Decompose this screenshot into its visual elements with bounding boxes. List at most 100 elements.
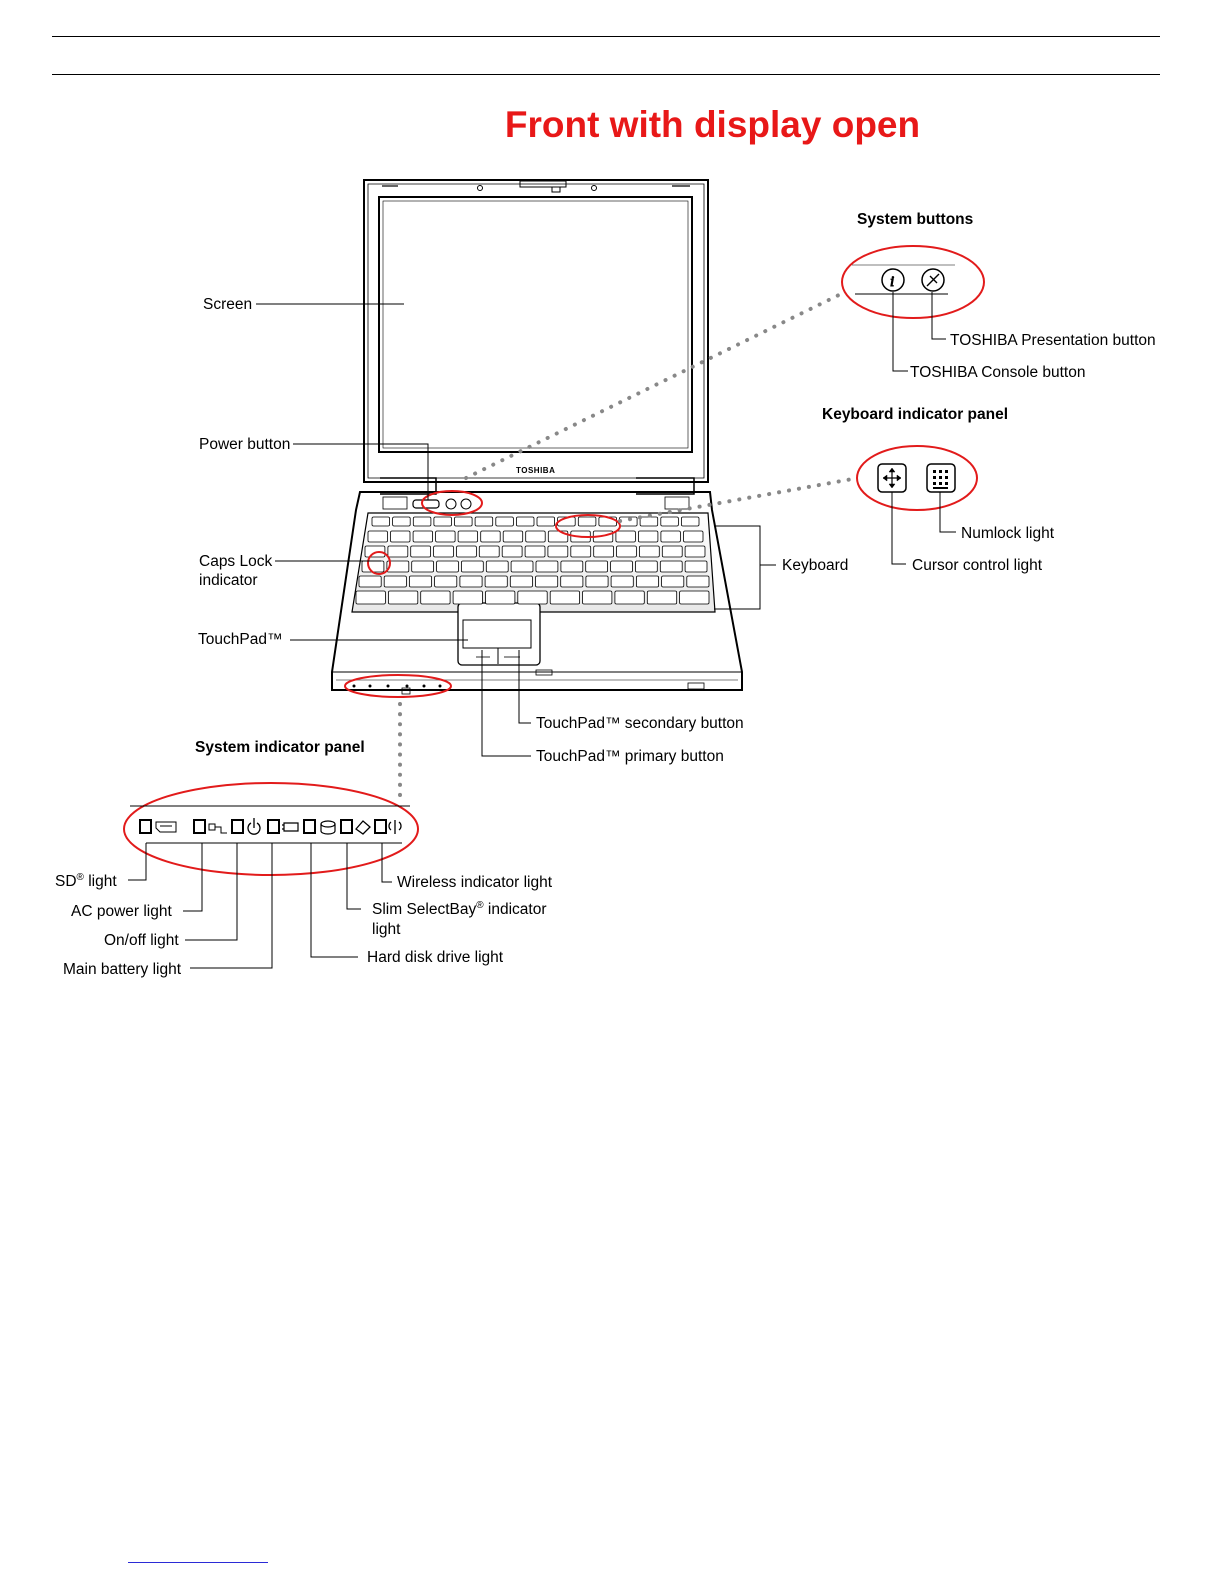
keyboard-key [436, 560, 459, 573]
keyboard-key [536, 516, 556, 527]
keyboard-key [367, 530, 388, 543]
keyboard-panel-zoom-highlight [856, 445, 978, 511]
screen-display [378, 196, 693, 453]
keyboard-key [547, 545, 569, 558]
keyboard-key [474, 516, 494, 527]
keyboard-key [681, 516, 700, 527]
caps-lock-highlight [367, 551, 391, 575]
keyboard-key [435, 530, 456, 543]
keyboard-key [684, 545, 706, 558]
keyboard-key [636, 575, 660, 588]
keyboard-key [412, 530, 434, 543]
keyboard-key [478, 545, 500, 558]
laptop-lid [363, 179, 709, 495]
keyboard-key [585, 560, 609, 573]
keyboard-key [646, 590, 678, 605]
power-icon [247, 818, 261, 835]
system-indicator-zoom-highlight [123, 782, 419, 876]
svg-text:i: i [890, 274, 894, 290]
keyboard-key [661, 545, 683, 558]
keyboard-key [411, 560, 435, 573]
keyboard-key [659, 560, 683, 573]
keyboard-key [433, 516, 452, 527]
keyboard-key [660, 516, 679, 527]
footer-link-underline[interactable] [128, 1562, 268, 1563]
keyboard-key [684, 560, 708, 573]
callout-leaders [256, 303, 776, 757]
keyboard-indicator-highlight [555, 514, 621, 538]
keyboard-key [358, 575, 382, 588]
keyboard-key [610, 575, 634, 588]
label-power-button: Power button [199, 436, 290, 453]
keyboard-key [686, 575, 710, 588]
label-caps-lock: Caps Lock [199, 553, 272, 570]
keyboard-key [480, 530, 501, 543]
label-wireless-light: Wireless indicator light [397, 874, 553, 891]
label-slim-selectbay-line2: light [372, 921, 401, 938]
keyboard-key [560, 560, 584, 573]
keyboard-key [535, 575, 559, 588]
keyboard-key [510, 560, 534, 573]
keyboard-key [434, 575, 458, 588]
keyboard-key [412, 516, 432, 527]
keyboard-key [454, 516, 473, 527]
keyboard-key [387, 590, 419, 605]
keyboard-key [610, 560, 633, 573]
label-main-battery-light: Main battery light [63, 961, 182, 978]
label-keyboard: Keyboard [782, 557, 848, 574]
keyboard-panel-connector [618, 476, 860, 523]
keyboard-key [361, 560, 385, 573]
keyboard-key [452, 590, 483, 605]
keyboard-key [485, 590, 516, 605]
keyboard-key [614, 590, 645, 605]
section-system-indicator-panel: System indicator panel [195, 739, 365, 756]
label-numlock-light: Numlock light [961, 525, 1055, 542]
keyboard-key [585, 575, 609, 588]
keyboard-key [683, 530, 704, 543]
keyboard-key [433, 545, 454, 558]
keyboard-key [525, 530, 546, 543]
keyboard-key [456, 545, 477, 558]
keyboard-key [390, 530, 411, 543]
front-indicator-dots [352, 684, 442, 688]
keyboard-key [408, 575, 432, 588]
keyboard-key [639, 545, 660, 558]
keyboard-key [517, 590, 548, 605]
keyboard-key [387, 545, 409, 558]
keyboard-key [524, 545, 546, 558]
keyboard-key [355, 590, 386, 605]
label-ac-power-light: AC power light [71, 903, 172, 920]
numlock-grid-icon [926, 463, 956, 493]
selectbay-icon [355, 820, 371, 835]
label-sd-light: SD® light [55, 872, 117, 890]
hard-disk-icon [320, 820, 336, 835]
keyboard-key [560, 575, 584, 588]
label-on-off-light: On/off light [104, 932, 179, 949]
keyboard-key [460, 560, 484, 573]
keyboard-key [570, 545, 592, 558]
keyboard-key [459, 575, 483, 588]
keyboard-key [549, 590, 581, 605]
keyboard-key [364, 545, 386, 558]
section-system-buttons: System buttons [857, 211, 973, 228]
keyboard-key [616, 545, 637, 558]
keyboard-key [615, 530, 636, 543]
keyboard-key [535, 560, 559, 573]
keyboard-key [457, 530, 479, 543]
front-indicator-highlight [344, 674, 452, 698]
label-cursor-control-light: Cursor control light [912, 557, 1043, 574]
keyboard-key [502, 530, 524, 543]
keyboard-key [420, 590, 451, 605]
system-indicator-zoom [128, 805, 410, 969]
header-rule-top [52, 36, 1160, 37]
keyboard-key [410, 545, 432, 558]
ac-power-icon [208, 823, 227, 834]
page-title: Front with display open [504, 104, 921, 145]
keyboard-key [582, 590, 613, 605]
console-i-icon [881, 268, 905, 292]
keyboard-key [383, 575, 407, 588]
keyboard-key [679, 590, 710, 605]
label-screen: Screen [203, 296, 252, 313]
keyboard-key [386, 560, 410, 573]
keyboard-key [495, 516, 514, 527]
